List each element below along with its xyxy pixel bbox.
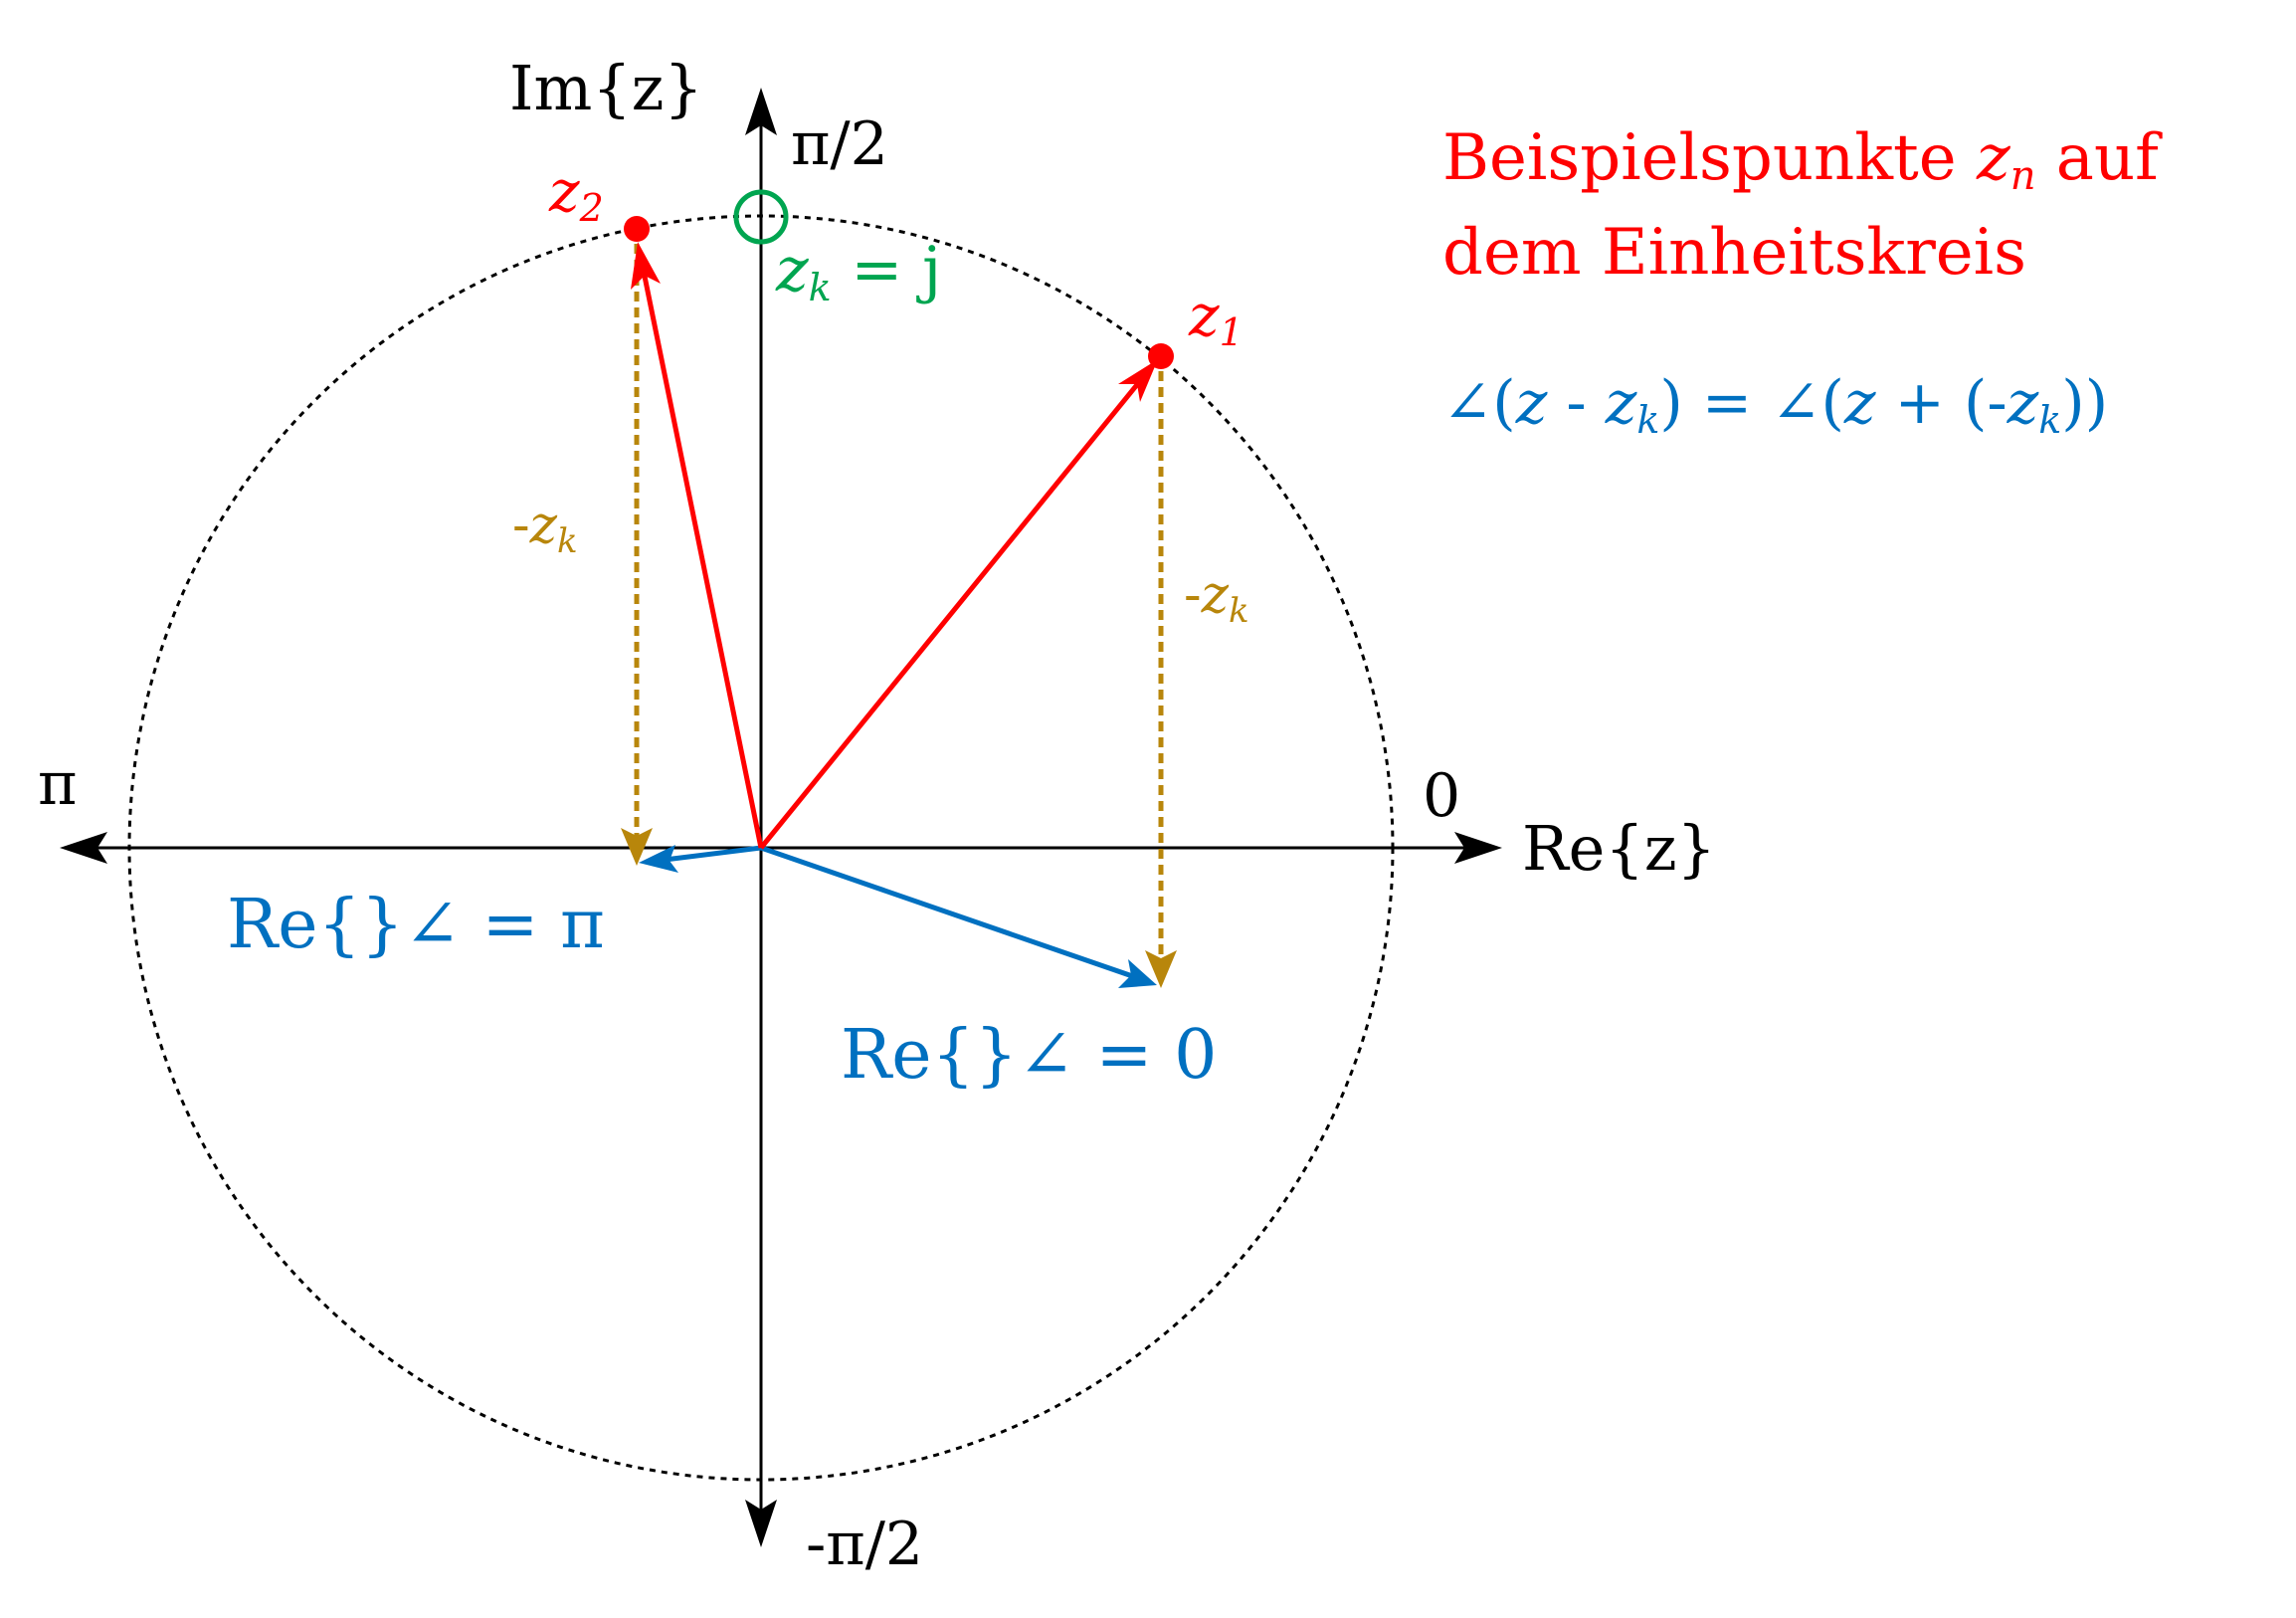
- label-zk: zk = j: [775, 233, 941, 309]
- real-axis-label: Re{z}: [1522, 812, 1716, 885]
- angle-label-pi: π: [38, 749, 77, 819]
- result-arrowhead-zero: [1118, 959, 1157, 988]
- imag-axis-arrowhead-up: [745, 88, 777, 135]
- shift-arrowhead-z1: [1145, 950, 1177, 988]
- result-label-pi: Re{}∠ = π: [227, 886, 605, 964]
- label-z1: z1: [1188, 282, 1244, 354]
- angle-label-pi-half: π/2: [791, 109, 888, 179]
- point-z2: [624, 216, 650, 242]
- legend-line-2: dem Einheitskreis: [1442, 216, 2026, 290]
- result-label-zero: Re{}∠ = 0: [841, 1016, 1217, 1095]
- imag-axis-label: Im{z}: [509, 52, 703, 124]
- vector-arrowhead-z2: [631, 242, 661, 290]
- result-vector-zero: [760, 845, 1145, 983]
- label-z2: z2: [548, 157, 604, 230]
- angle-label-zero: 0: [1423, 761, 1460, 831]
- point-zk: [733, 189, 789, 245]
- vector-z1: [759, 369, 1150, 850]
- shift-arrowhead-z2: [621, 828, 653, 866]
- shift-label-z1: -zk: [1184, 565, 1249, 631]
- angle-label-minus-pi-half: -π/2: [806, 1510, 923, 1579]
- legend-line-1: Beispielspunkte zn auf: [1442, 121, 2163, 199]
- vector-z2: [638, 256, 764, 849]
- real-axis-arrowhead-right: [1454, 832, 1502, 864]
- point-z1: [1148, 343, 1174, 369]
- real-axis-arrowhead-left: [60, 832, 107, 864]
- shift-label-z2: -zk: [512, 496, 578, 561]
- imag-axis-arrowhead-down: [745, 1500, 777, 1547]
- legend-formula: ∠(z - zk) = ∠(z + (-zk)): [1442, 368, 2108, 442]
- result-arrowhead-pi: [639, 845, 678, 873]
- vector-arrowhead-z1: [1118, 359, 1158, 402]
